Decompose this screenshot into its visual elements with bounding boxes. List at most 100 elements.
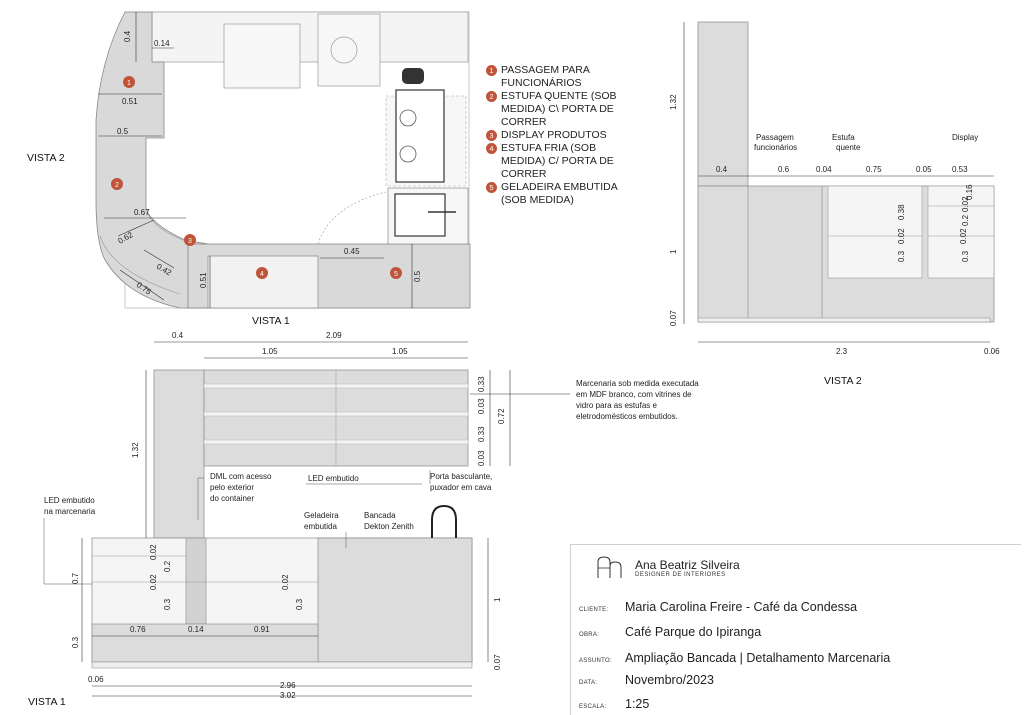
plan-dim-05b: 0.5 bbox=[413, 270, 422, 282]
front-dim-1: 1 bbox=[493, 597, 502, 602]
note-geladeira: Geladeira embutida bbox=[304, 511, 339, 531]
marker-1: 1 bbox=[123, 76, 135, 88]
side-dim-004: 0.04 bbox=[816, 165, 832, 174]
legend-text: PASSAGEM PARA FUNCIONÁRIOS bbox=[501, 64, 590, 89]
note-dml: DML com acesso pelo exterior do containe… bbox=[210, 472, 272, 503]
front-dim-04: 0.4 bbox=[172, 331, 184, 340]
tb-row-assunto: ASSUNTO: Ampliação Bancada | Detalhament… bbox=[579, 651, 890, 665]
front-dim-002b: 0.02 bbox=[149, 574, 158, 590]
marker-2: 2 bbox=[111, 178, 123, 190]
legend-text: ESTUFA QUENTE (SOB MEDIDA) C\ PORTA DE C… bbox=[501, 90, 617, 128]
legend-text: GELADEIRA EMBUTIDA (SOB MEDIDA) bbox=[501, 181, 618, 206]
front-dim-209: 2.09 bbox=[326, 331, 342, 340]
tb-row-obra: OBRA: Café Parque do Ipiranga bbox=[579, 625, 761, 639]
front-dim-132: 1.32 bbox=[131, 442, 140, 458]
front-dim-033b: 0.33 bbox=[477, 426, 486, 442]
svg-text:eletrodomésticos embutidos.: eletrodomésticos embutidos. bbox=[576, 412, 678, 421]
vista-2-elev-label: VISTA 2 bbox=[824, 375, 862, 387]
front-dim-006: 0.06 bbox=[88, 675, 104, 684]
front-dim-105b: 1.05 bbox=[392, 347, 408, 356]
front-dim-07: 0.7 bbox=[71, 572, 80, 584]
side-dim-075: 0.75 bbox=[866, 165, 882, 174]
front-dim-002a: 0.02 bbox=[149, 544, 158, 560]
side-dim-002a: 0.02 bbox=[897, 228, 906, 244]
plan-dim-045: 0.45 bbox=[344, 247, 360, 256]
side-label-funcionarios: funcionários bbox=[754, 143, 797, 152]
svg-text:Geladeira: Geladeira bbox=[304, 511, 339, 520]
designer-name: Ana Beatriz Silveira bbox=[635, 558, 740, 572]
plan-dim-051: 0.51 bbox=[122, 97, 138, 106]
side-dim-04: 0.4 bbox=[716, 165, 728, 174]
front-dim-105a: 1.05 bbox=[262, 347, 278, 356]
designer-header: Ana Beatriz Silveira DESIGNER DE INTERIO… bbox=[595, 555, 740, 581]
designer-role: DESIGNER DE INTERIORES bbox=[635, 572, 726, 578]
vista-2-plan-label: VISTA 2 bbox=[27, 152, 65, 164]
note-led-marcenaria: LED embutido na marcenaria bbox=[44, 496, 96, 516]
svg-text:1: 1 bbox=[127, 80, 131, 87]
side-dim-03b: 0.3 bbox=[961, 250, 970, 262]
legend: 1 PASSAGEM PARA FUNCIONÁRIOS 2 ESTUFA QU… bbox=[486, 64, 626, 207]
note-bancada: Bancada Dekton Zenith bbox=[364, 511, 414, 531]
title-block: Ana Beatriz Silveira DESIGNER DE INTERIO… bbox=[570, 544, 1021, 715]
legend-number: 2 bbox=[486, 91, 497, 102]
side-dim-002b: 0.02 bbox=[961, 196, 970, 212]
front-dim-033a: 0.33 bbox=[477, 376, 486, 392]
side-dim-002c: 0.02 bbox=[959, 228, 968, 244]
svg-text:puxador em cava: puxador em cava bbox=[430, 483, 492, 492]
svg-text:pelo exterior: pelo exterior bbox=[210, 483, 254, 492]
tb-row-escala: ESCALA: 1:25 bbox=[579, 697, 649, 711]
side-dim-02: 0.2 bbox=[961, 214, 970, 226]
side-dim-06: 0.6 bbox=[778, 165, 790, 174]
legend-item-4: 4 ESTUFA FRIA (SOB MEDIDA) C/ PORTA DE C… bbox=[486, 142, 626, 181]
svg-text:5: 5 bbox=[394, 271, 398, 278]
tb-label: CLIENTE: bbox=[579, 607, 609, 613]
front-dim-003a: 0.03 bbox=[477, 398, 486, 414]
svg-text:Dekton Zenith: Dekton Zenith bbox=[364, 522, 414, 531]
marker-5: 5 bbox=[390, 267, 402, 279]
vista-1-elev-label: VISTA 1 bbox=[28, 696, 66, 708]
legend-number: 4 bbox=[486, 143, 497, 154]
svg-text:4: 4 bbox=[260, 271, 264, 278]
plan-dim-014: 0.14 bbox=[154, 39, 170, 48]
note-led: LED embutido bbox=[308, 474, 359, 483]
side-elevation: 1.32 1 0.07 0.4 0.6 0.04 0.75 0.05 0.53 … bbox=[669, 21, 1000, 387]
side-dim-016: 0.16 bbox=[965, 184, 974, 200]
note-porta: Porta basculante, puxador em cava bbox=[430, 472, 492, 492]
plan-dim-067: 0.67 bbox=[134, 208, 150, 217]
side-dim-03a: 0.3 bbox=[897, 250, 906, 262]
marker-4: 4 bbox=[256, 267, 268, 279]
note-marcenaria: Marcenaria sob medida executada em MDF b… bbox=[576, 379, 699, 421]
front-dim-076: 0.76 bbox=[130, 625, 146, 634]
tb-label: ASSUNTO: bbox=[579, 658, 612, 664]
tb-label: ESCALA: bbox=[579, 704, 607, 710]
front-dim-007: 0.07 bbox=[493, 654, 502, 670]
side-dim-1: 1 bbox=[669, 249, 678, 254]
side-dim-005: 0.05 bbox=[916, 165, 932, 174]
floor-plan: 1 2 3 4 5 0.4 0.14 0.51 0.5 0.67 0.62 0.… bbox=[27, 11, 471, 327]
svg-text:na marcenaria: na marcenaria bbox=[44, 507, 96, 516]
side-dim-132: 1.32 bbox=[669, 94, 678, 110]
front-dim-091: 0.91 bbox=[254, 625, 270, 634]
tb-value: 1:25 bbox=[625, 697, 650, 711]
svg-text:em MDF branco, com vitrines de: em MDF branco, com vitrines de bbox=[576, 390, 692, 399]
front-dim-02: 0.2 bbox=[163, 560, 172, 572]
side-label-passagem: Passagem bbox=[756, 133, 794, 142]
front-dim-296: 2.96 bbox=[280, 681, 296, 690]
tb-row-data: DATA: Novembro/2023 bbox=[579, 673, 714, 687]
marker-3: 3 bbox=[184, 234, 196, 246]
tb-label: DATA: bbox=[579, 680, 598, 686]
tb-value: Maria Carolina Freire - Café da Condessa bbox=[625, 600, 858, 614]
tb-label: OBRA: bbox=[579, 632, 600, 638]
side-dim-007: 0.07 bbox=[669, 310, 678, 326]
front-dim-03b: 0.3 bbox=[163, 598, 172, 610]
plan-dim-04: 0.4 bbox=[123, 30, 132, 42]
side-dim-053: 0.53 bbox=[952, 165, 968, 174]
front-dim-002c: 0.02 bbox=[281, 574, 290, 590]
legend-item-3: 3 DISPLAY PRODUTOS bbox=[486, 129, 626, 142]
svg-text:3: 3 bbox=[188, 238, 192, 245]
svg-text:Porta basculante,: Porta basculante, bbox=[430, 472, 492, 481]
svg-text:Marcenaria sob medida executad: Marcenaria sob medida executada bbox=[576, 379, 699, 388]
svg-text:2: 2 bbox=[115, 182, 119, 189]
tb-value: Novembro/2023 bbox=[625, 673, 714, 687]
